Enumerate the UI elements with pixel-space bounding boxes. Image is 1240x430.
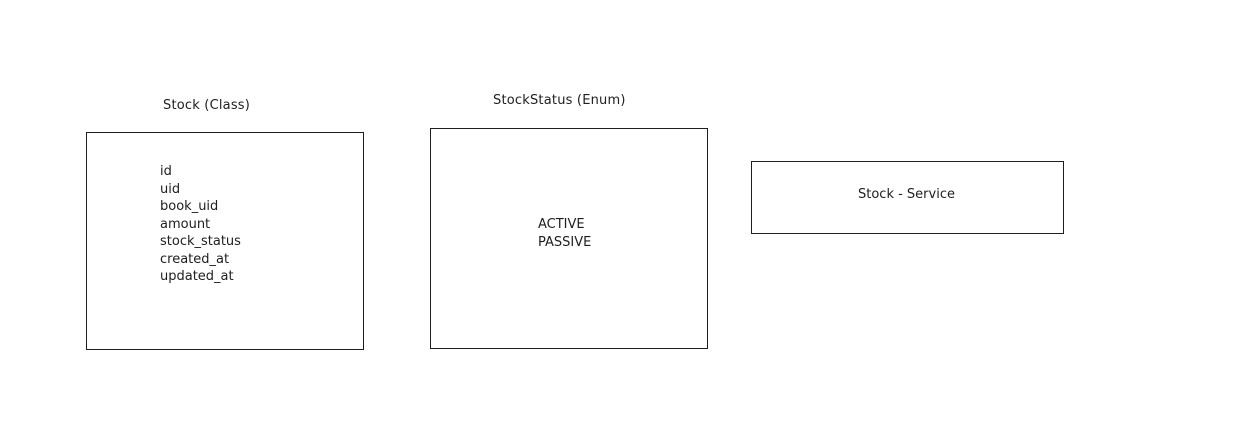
- field-updated-at: updated_at: [160, 269, 234, 284]
- stock-class-field-list: id uid book_uid amount stock_status crea…: [160, 163, 241, 286]
- stock-service-box: Stock - Service: [751, 161, 1064, 234]
- field-amount: amount: [160, 216, 211, 232]
- stock-class-title: Stock (Class): [163, 98, 251, 113]
- stock-class-box: id uid book_uid amount stock_status crea…: [86, 132, 364, 350]
- field-stock-status: stock_status: [160, 234, 241, 249]
- enum-value-active: ACTIVE: [538, 217, 585, 232]
- field-id: id: [160, 164, 172, 179]
- field-book-uid: book_uid: [160, 199, 219, 214]
- enum-value-list: ACTIVE PASSIVE: [538, 216, 591, 251]
- stock-service-label: Stock - Service: [858, 187, 955, 202]
- enum-value-passive: PASSIVE: [538, 234, 592, 250]
- stock-status-enum-box: ACTIVE PASSIVE: [430, 128, 708, 349]
- field-created-at: created_at: [160, 251, 230, 267]
- field-uid: uid: [160, 181, 181, 197]
- stock-status-enum-title: StockStatus (Enum): [493, 93, 626, 108]
